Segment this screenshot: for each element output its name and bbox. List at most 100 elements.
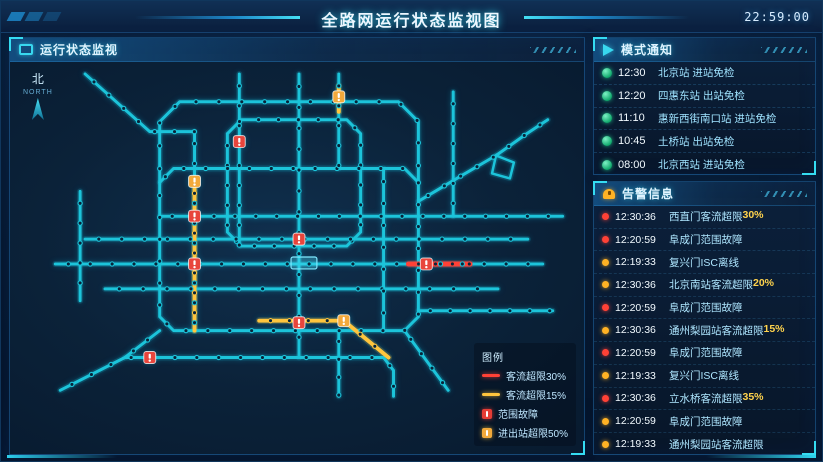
alert-highlight: 15% (763, 322, 785, 335)
alert-time: 12:19:33 (615, 438, 656, 451)
legend-swatch-icon (481, 408, 492, 419)
alert-time: 12:20:59 (615, 301, 656, 314)
legend-item: 范围故障 (481, 406, 568, 421)
legend-items: 客流超限30% 客流超限15% 范围故障 (481, 368, 568, 440)
map-legend: 图例 客流超限30% 客流超限15% (473, 343, 576, 446)
notice-row[interactable]: 12:30 北京站 进站免检 (594, 62, 815, 85)
notices-list: 12:30 北京站 进站免检 12:20 四惠东站 出站免检 11:10 惠新西… (594, 62, 815, 176)
alert-text: 阜成门范围故障 (669, 415, 743, 428)
alert-level-dot (602, 417, 609, 425)
metro-map-canvas[interactable] (10, 62, 584, 454)
alert-level-dot (602, 281, 609, 289)
pin-icon (602, 90, 612, 101)
notice-time: 11:10 (618, 112, 645, 125)
alert-text: 复兴门ISC离线 (669, 256, 740, 269)
map-alert-marker-yellow[interactable] (188, 174, 201, 188)
map-body: 北 NORTH 图例 客流超限30% 客流超限1 (10, 62, 584, 454)
alert-level-dot (602, 349, 609, 357)
notice-text: 土桥站 出站免检 (658, 135, 735, 148)
alert-row[interactable]: 12:20:59 阜成门范围故障 (594, 342, 815, 365)
alerts-panel-header: 告警信息 (594, 182, 815, 206)
map-alert-marker-yellow[interactable] (332, 90, 346, 104)
alert-text: 阜成门范围故障 (669, 234, 743, 247)
alert-time: 12:20:59 (615, 415, 656, 428)
legend-swatch-icon (481, 427, 492, 438)
notice-time: 12:20 (618, 89, 646, 102)
alert-level-dot (602, 213, 609, 221)
alert-row[interactable]: 12:20:59 阜成门范围故障 (594, 297, 815, 320)
alert-text: 阜成门范围故障 (669, 302, 743, 315)
legend-label: 进出站超限50% (497, 429, 568, 440)
alert-level-dot (602, 304, 609, 312)
alert-time: 12:30:36 (615, 392, 656, 405)
map-panel-title: 运行状态监视 (40, 43, 119, 57)
alert-highlight: 30% (742, 209, 764, 222)
map-panel-header: 运行状态监视 (10, 38, 584, 62)
map-alert-marker-red[interactable] (143, 351, 157, 364)
map-alert-marker-red[interactable] (419, 257, 433, 271)
alert-level-dot (602, 258, 609, 266)
notice-row[interactable]: 10:45 土桥站 出站免检 (594, 130, 815, 154)
pin-icon (602, 136, 612, 147)
pin-icon (602, 113, 612, 124)
title-ornament-right (523, 16, 689, 19)
legend-item: 进出站超限50% (481, 425, 568, 440)
notices-panel-title: 模式通知 (621, 43, 674, 57)
notice-text: 北京站 进站免检 (658, 67, 735, 80)
notice-row[interactable]: 08:00 北京西站 进站免检 (594, 153, 815, 176)
legend-swatch-icon (481, 374, 500, 377)
compass-label-zh: 北 (31, 72, 44, 86)
map-alert-marker-yellow[interactable] (337, 314, 351, 328)
notice-row[interactable]: 11:10 惠新西街南口站 进站免检 (594, 108, 815, 131)
alert-level-dot (602, 394, 609, 402)
map-alert-marker-red[interactable] (188, 257, 201, 271)
legend-item: 客流超限15% (481, 387, 568, 402)
pin-icon (602, 159, 612, 170)
legend-title: 图例 (481, 353, 504, 364)
notice-text: 四惠东站 出站免检 (658, 90, 745, 103)
map-alert-marker-red[interactable] (232, 135, 246, 149)
alert-row[interactable]: 12:20:59 阜成门范围故障 (594, 410, 815, 433)
alert-level-dot (602, 372, 609, 380)
map-alert-marker-red[interactable] (292, 232, 306, 246)
notices-panel: 模式通知 12:30 北京站 进站免检 12:20 四惠东站 出站免检 (593, 37, 816, 175)
notice-time: 12:30 (618, 66, 646, 79)
alerts-panel-title: 告警信息 (622, 187, 675, 201)
notice-text: 北京西站 进站免检 (658, 159, 745, 172)
map-alert-marker-red[interactable] (188, 209, 201, 223)
alert-level-dot (602, 326, 609, 334)
map-alert-marker-red[interactable] (292, 316, 306, 330)
alarm-icon (603, 188, 615, 199)
megaphone-icon (603, 43, 614, 56)
pin-icon (602, 67, 612, 78)
alert-text: 通州梨园站客流超限 (669, 438, 764, 451)
notice-row[interactable]: 12:20 四惠东站 出站免检 (594, 85, 815, 108)
alert-row[interactable]: 12:19:33 通州梨园站客流超限 (594, 433, 815, 456)
alert-highlight: 20% (753, 277, 775, 290)
alert-highlight: 35% (742, 390, 764, 403)
compass: 北 NORTH (23, 70, 53, 120)
alert-row[interactable]: 12:20:59 阜成门范围故障 (594, 229, 815, 252)
alert-text: 复兴门ISC离线 (669, 370, 740, 383)
legend-label: 范围故障 (497, 410, 538, 421)
alert-row[interactable]: 12:19:33 复兴门ISC离线 (594, 365, 815, 388)
notice-time: 10:45 (618, 135, 646, 148)
alert-row[interactable]: 12:19:33 复兴门ISC离线 (594, 251, 815, 275)
alert-time: 12:30:36 (615, 210, 656, 223)
title-ornament-left (134, 16, 300, 19)
notice-time: 08:00 (618, 158, 646, 171)
alert-time: 12:20:59 (615, 233, 656, 246)
notices-panel-header: 模式通知 (594, 38, 815, 62)
legend-label: 客流超限15% (505, 391, 566, 402)
compass-label-en: NORTH (23, 89, 53, 96)
